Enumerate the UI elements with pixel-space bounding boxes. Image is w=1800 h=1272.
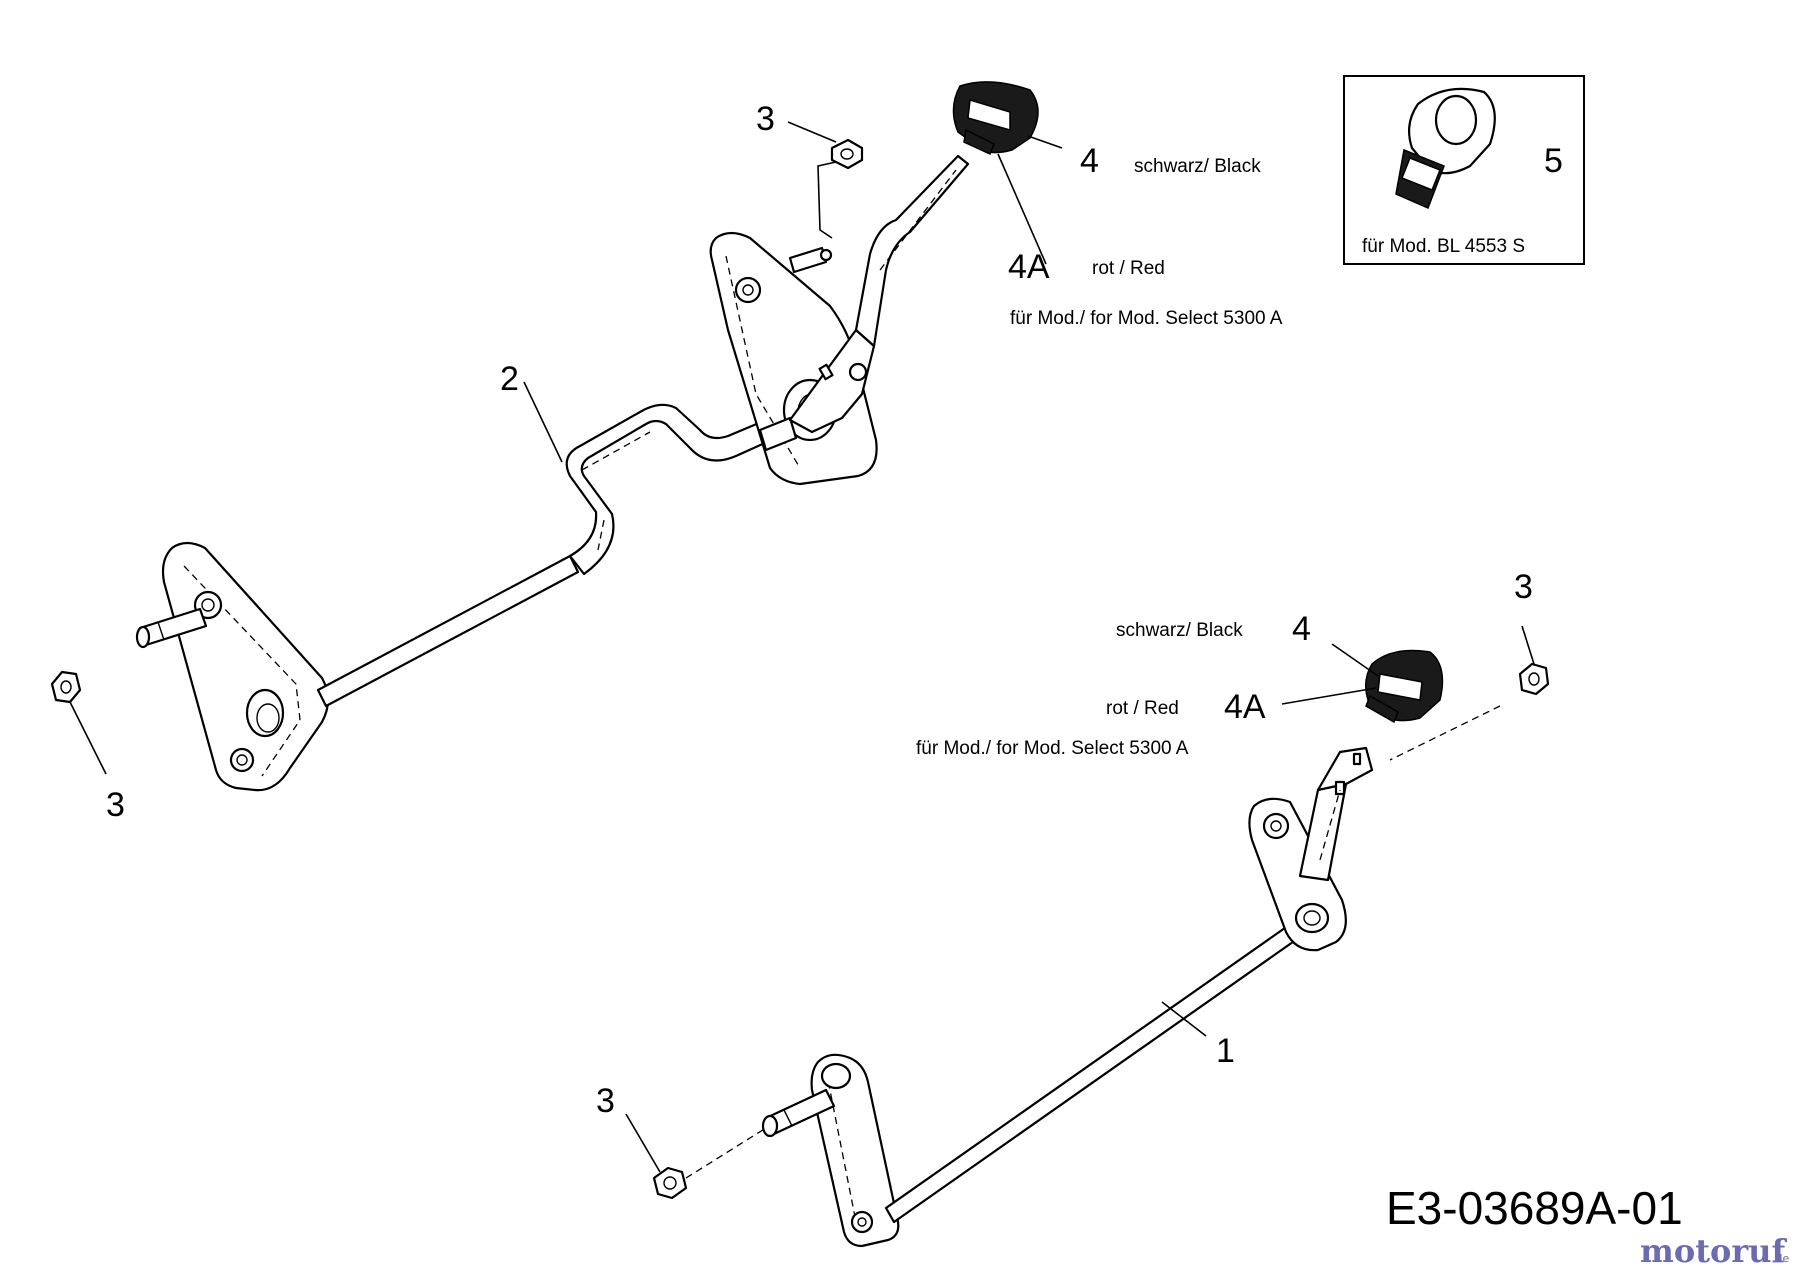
inset-box bbox=[1343, 75, 1585, 265]
nut-bottom bbox=[652, 1166, 688, 1200]
label-part5: 5 bbox=[1544, 142, 1563, 180]
label-part4-right: 4 bbox=[1292, 610, 1311, 648]
note-model-right: für Mod./ for Mod. Select 5300 A bbox=[916, 738, 1189, 759]
nut-top bbox=[830, 138, 864, 170]
label-part3-top: 3 bbox=[756, 100, 775, 138]
rear-height-adjuster-assembly bbox=[135, 154, 970, 792]
front-upper-bracket bbox=[1248, 797, 1347, 952]
nut-right bbox=[1518, 662, 1550, 696]
label-part2: 2 bbox=[500, 360, 519, 398]
label-part1: 1 bbox=[1216, 1032, 1235, 1070]
callout-labels: 3 4 4A 2 3 3 4 4A 1 3 5 bbox=[106, 100, 1563, 1120]
front-adjuster-lever bbox=[1298, 746, 1374, 882]
label-part4a-top: 4A bbox=[1008, 248, 1050, 286]
nut-left bbox=[50, 670, 82, 704]
label-part3-left: 3 bbox=[106, 786, 125, 824]
front-stub-shaft bbox=[761, 1088, 836, 1138]
drawing-code: E3-03689A-01 bbox=[1386, 1182, 1683, 1234]
label-part4a-right: 4A bbox=[1224, 688, 1266, 726]
note-black-top: schwarz/ Black bbox=[1134, 156, 1261, 177]
grip-right bbox=[1365, 649, 1444, 724]
left-stub-shaft bbox=[135, 607, 208, 649]
grip-top bbox=[952, 81, 1039, 156]
label-part4-top: 4 bbox=[1080, 142, 1099, 180]
note-inset-model: für Mod. BL 4553 S bbox=[1362, 236, 1525, 257]
front-lower-bracket bbox=[810, 1053, 900, 1248]
logo-text: motoruf bbox=[1640, 1232, 1787, 1270]
front-axle-rod bbox=[884, 914, 1312, 1224]
assembly-line-front bbox=[685, 705, 1501, 1179]
logo-suffix: .de bbox=[1772, 1252, 1789, 1265]
front-height-adjuster-assembly bbox=[761, 746, 1374, 1248]
watermark-logo: motoruf .de bbox=[1640, 1232, 1789, 1270]
grip-inset bbox=[1395, 87, 1496, 210]
note-black-right: schwarz/ Black bbox=[1116, 620, 1243, 641]
variant-notes: schwarz/ Black rot / Red für Mod./ for M… bbox=[916, 156, 1525, 759]
note-red-right: rot / Red bbox=[1106, 698, 1179, 719]
label-part3-bottom: 3 bbox=[596, 1082, 615, 1120]
adjuster-lever bbox=[788, 154, 970, 434]
note-model-top: für Mod./ for Mod. Select 5300 A bbox=[1010, 308, 1283, 329]
note-red-top: rot / Red bbox=[1092, 258, 1165, 279]
axle-rod bbox=[316, 403, 800, 708]
left-bracket-plate bbox=[161, 541, 330, 792]
label-part3-right: 3 bbox=[1514, 568, 1533, 606]
